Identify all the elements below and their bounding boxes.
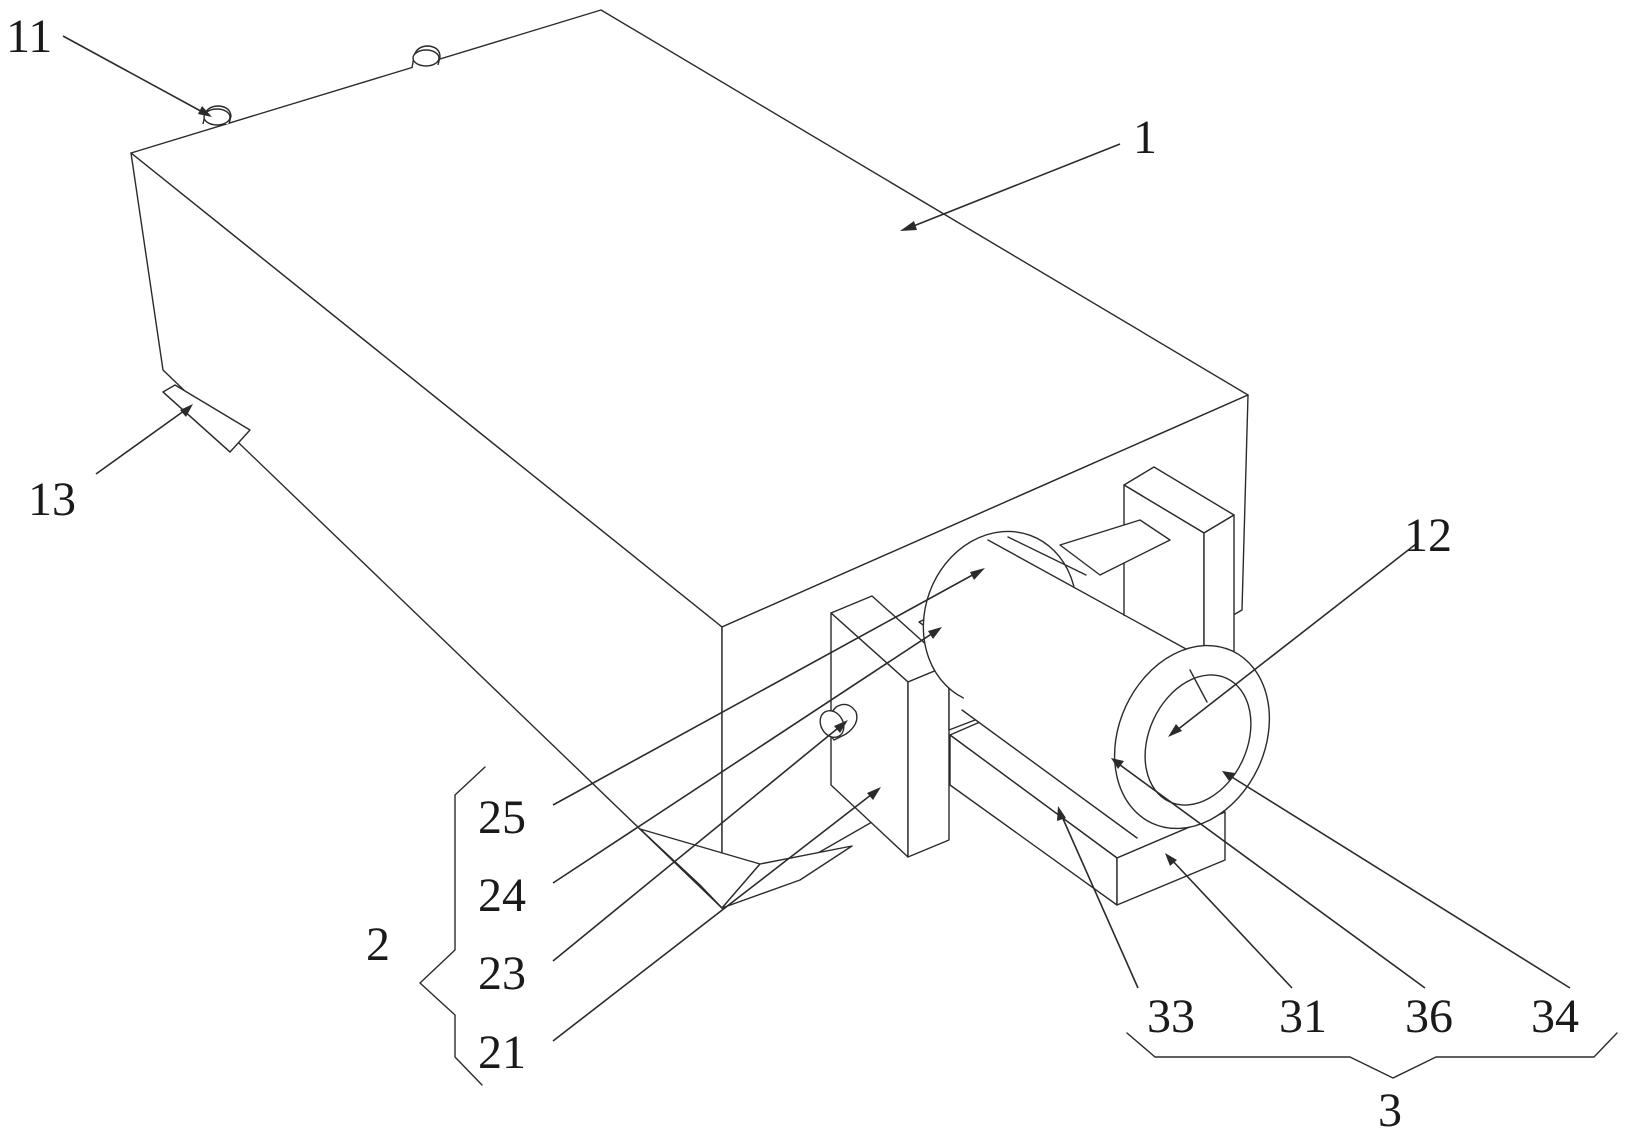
label-1: 1 xyxy=(1133,111,1157,164)
label-25: 25 xyxy=(478,791,526,844)
label-24: 24 xyxy=(478,869,526,922)
pin-back xyxy=(412,46,440,68)
label-34: 34 xyxy=(1531,990,1579,1043)
label-11: 11 xyxy=(6,10,52,63)
brace-2 xyxy=(420,767,485,1085)
label-36: 36 xyxy=(1405,990,1453,1043)
label-23: 23 xyxy=(478,947,526,1000)
label-31: 31 xyxy=(1279,990,1327,1043)
clamp-block-side xyxy=(908,665,949,857)
label-3: 3 xyxy=(1378,1084,1402,1137)
label-2: 2 xyxy=(366,918,390,971)
label-33: 33 xyxy=(1147,990,1195,1043)
label-21: 21 xyxy=(478,1026,526,1079)
label-13: 13 xyxy=(28,473,76,526)
label-12: 12 xyxy=(1404,509,1452,562)
